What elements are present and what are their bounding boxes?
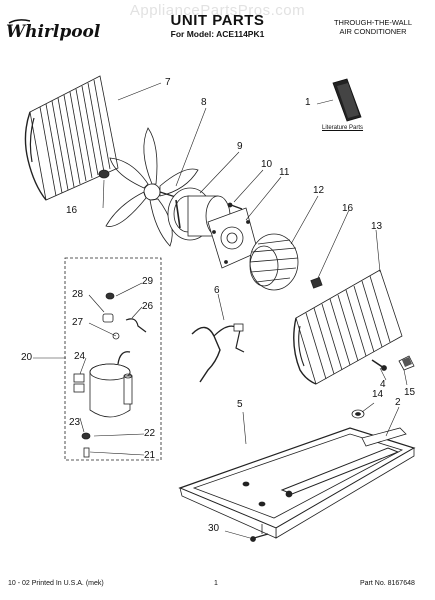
- literature-parts-label: Literature Parts: [322, 125, 364, 131]
- terminal-cover: [102, 292, 147, 340]
- callout-24: 24: [74, 351, 86, 362]
- callout-10: 10: [261, 159, 273, 170]
- watermark: AppliancePartsPros.com: [129, 2, 306, 19]
- footer-part-number: Part No. 8167648: [360, 580, 415, 587]
- callout-27: 27: [72, 317, 84, 328]
- callout-21: 21: [144, 450, 156, 461]
- base-screw: [250, 533, 269, 542]
- callout-30: 30: [208, 523, 220, 534]
- callout-11: 11: [279, 167, 290, 178]
- product-type: THROUGH-THE-WALL AIR CONDITIONER: [318, 18, 428, 36]
- leader-lines: [33, 82, 408, 539]
- callout-9: 9: [237, 141, 243, 152]
- footer-page-number: 1: [214, 580, 218, 587]
- callout-13: 13: [371, 221, 383, 232]
- drain-pan: [361, 427, 407, 447]
- grommet-mount: [81, 432, 91, 458]
- sensor-clip: [371, 359, 387, 371]
- compressor-group-box: [64, 257, 162, 461]
- grommet-right: [310, 277, 323, 289]
- callout-26: 26: [142, 301, 154, 312]
- evaporator-coil: [293, 269, 403, 385]
- callout-15: 15: [404, 387, 416, 398]
- sensor-block: [398, 355, 415, 371]
- condenser-coil: [24, 75, 119, 201]
- callout-5: 5: [237, 399, 243, 410]
- callout-7: 7: [165, 77, 171, 88]
- product-type-line-2: AIR CONDITIONER: [339, 27, 407, 36]
- overload-protector: [73, 373, 85, 393]
- page-title: UNIT PARTS: [170, 12, 265, 29]
- fan-blade: [105, 127, 199, 247]
- callout-29: 29: [142, 276, 154, 287]
- literature-booklet: [332, 78, 362, 122]
- callout-23: 23: [69, 417, 81, 428]
- base-pan: [178, 427, 416, 539]
- screw: [227, 202, 243, 210]
- blower-wheel: [249, 233, 299, 291]
- callout-28: 28: [72, 289, 84, 300]
- callout-4: 4: [380, 379, 386, 390]
- compressor: [89, 351, 133, 418]
- fan-motor: [167, 187, 231, 241]
- callout-22: 22: [144, 428, 156, 439]
- callout-16-left: 16: [66, 205, 78, 216]
- callout-12: 12: [313, 185, 325, 196]
- callout-2: 2: [395, 397, 401, 408]
- callout-14: 14: [372, 389, 384, 400]
- footer-print-info: 10 - 02 Printed In U.S.A. (mek): [8, 580, 104, 587]
- callout-20: 20: [21, 352, 33, 363]
- product-type-line-1: THROUGH-THE-WALL: [333, 18, 413, 27]
- capacitor-wire: [191, 323, 245, 383]
- callout-1: 1: [305, 97, 311, 108]
- callout-8: 8: [201, 97, 207, 108]
- logo-text: Whirlpool: [6, 22, 101, 42]
- whirlpool-logo: Whirlpool: [6, 18, 100, 44]
- callout-16-right: 16: [342, 203, 354, 214]
- grommet-left: [98, 169, 110, 179]
- callout-6: 6: [214, 285, 220, 296]
- model-line: For Model: ACE114PK1: [170, 29, 265, 39]
